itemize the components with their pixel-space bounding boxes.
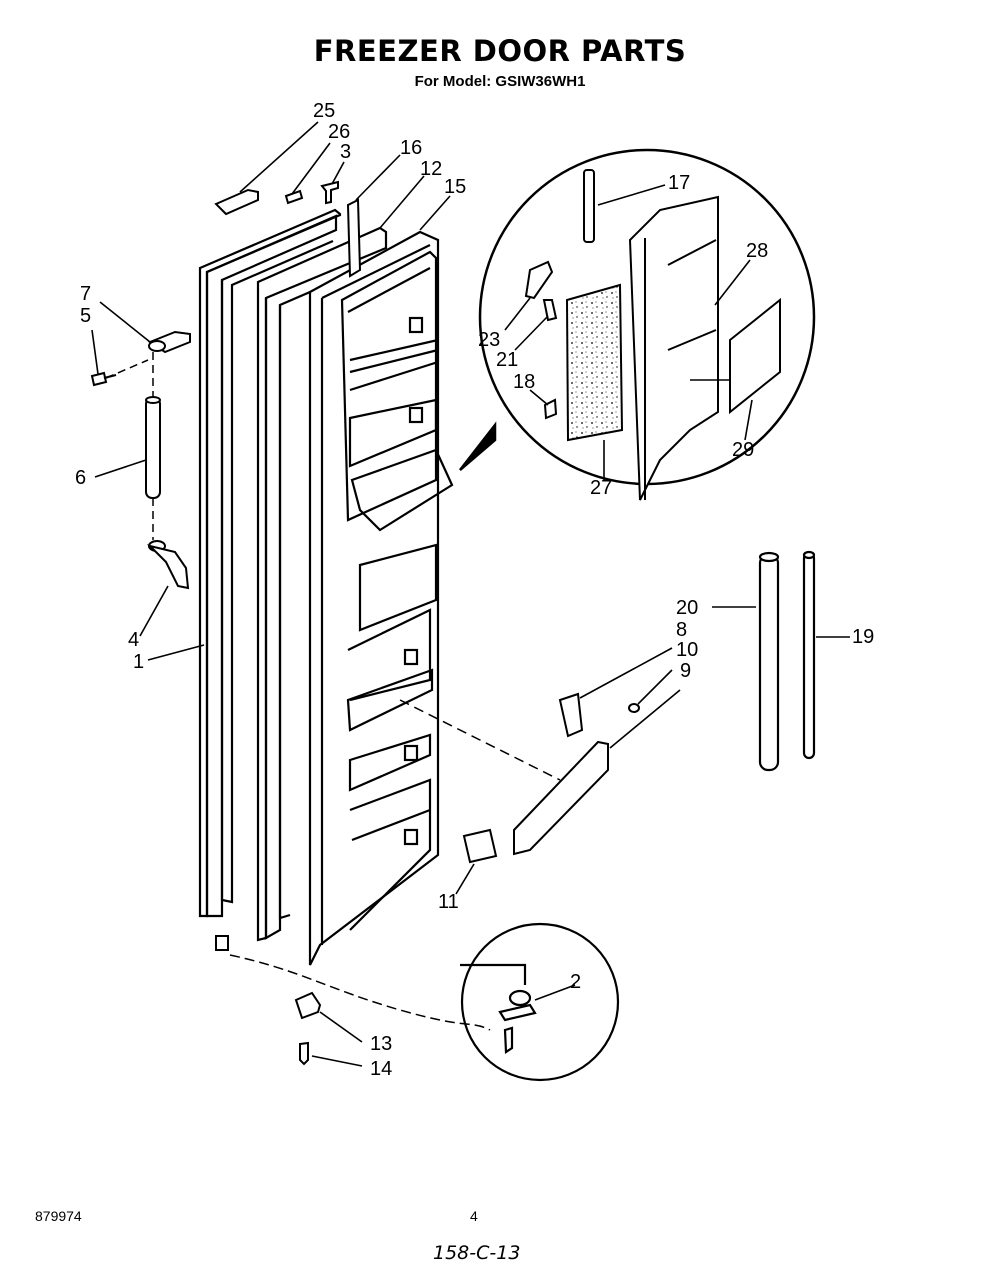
callout-8: 8	[676, 619, 687, 641]
callout-6: 6	[75, 467, 86, 489]
trim-tube-part-19	[802, 550, 816, 760]
detail-small-parts	[524, 260, 558, 420]
callout-28: 28	[746, 240, 768, 262]
detail-label-part-29	[729, 297, 781, 415]
callout-26: 26	[328, 121, 350, 143]
detail-liner-part-28	[628, 195, 719, 501]
handle-clip-part-8	[558, 692, 584, 738]
dashed-projection-line	[229, 954, 491, 1031]
detail-strip-part-17	[583, 169, 595, 243]
model-subtitle: For Model: GSIW36WH1	[414, 73, 586, 90]
hinge-pin-part-6	[145, 396, 161, 499]
callout-2: 2	[570, 971, 581, 993]
page-title: FREEZER DOOR PARTS	[313, 34, 687, 68]
callout-27: 27	[590, 477, 612, 499]
callout-4: 4	[128, 629, 139, 651]
callout-18: 18	[513, 371, 535, 393]
breaker-strip-part-16	[346, 198, 362, 278]
callout-9: 9	[680, 660, 691, 682]
callout-7: 7	[80, 283, 91, 305]
callout-25: 25	[313, 100, 335, 122]
handle-part-9	[513, 740, 609, 856]
callout-11: 11	[438, 891, 459, 913]
callout-1: 1	[133, 651, 144, 673]
callout-16: 16	[400, 137, 422, 159]
door-liner	[308, 230, 454, 966]
callout-13: 13	[370, 1033, 392, 1055]
callout-12: 12	[420, 158, 442, 180]
screw-part-10	[628, 703, 640, 713]
callout-labels: 25 26 3 16 12 15 7 5 6 4 1 17 28 23 21 1…	[75, 100, 874, 1080]
callout-14: 14	[370, 1058, 392, 1080]
callout-20: 20	[676, 597, 698, 619]
detail-circle-lower	[460, 922, 620, 1082]
door-outer-panel	[198, 208, 342, 918]
callout-5: 5	[80, 305, 91, 327]
callout-23: 23	[478, 329, 500, 351]
page-number: 4	[470, 1208, 478, 1224]
leader-lines	[91, 121, 850, 1067]
bottom-pivot-small	[215, 935, 229, 951]
handle-projection-line	[399, 699, 561, 781]
callout-29: 29	[732, 439, 754, 461]
callout-17: 17	[668, 172, 690, 194]
document-number: 879974	[35, 1208, 82, 1224]
callout-15: 15	[444, 176, 466, 198]
callout-21: 21	[496, 349, 518, 371]
trim-tube-part-20	[758, 551, 780, 772]
bottom-hinge-part-4	[146, 540, 190, 590]
callout-10: 10	[676, 639, 698, 661]
handle-end-part-11	[462, 828, 498, 864]
hinge-centerline	[105, 352, 154, 540]
callout-19: 19	[852, 626, 874, 648]
detail-insulation-part-27	[565, 283, 624, 442]
bottom-hinge-parts-13-14	[294, 991, 322, 1066]
top-parts-25-26-3	[214, 180, 339, 216]
callout-3: 3	[340, 141, 351, 163]
top-hinge-part-7	[147, 330, 191, 354]
handwritten-note: 158-C-13	[433, 1242, 521, 1264]
